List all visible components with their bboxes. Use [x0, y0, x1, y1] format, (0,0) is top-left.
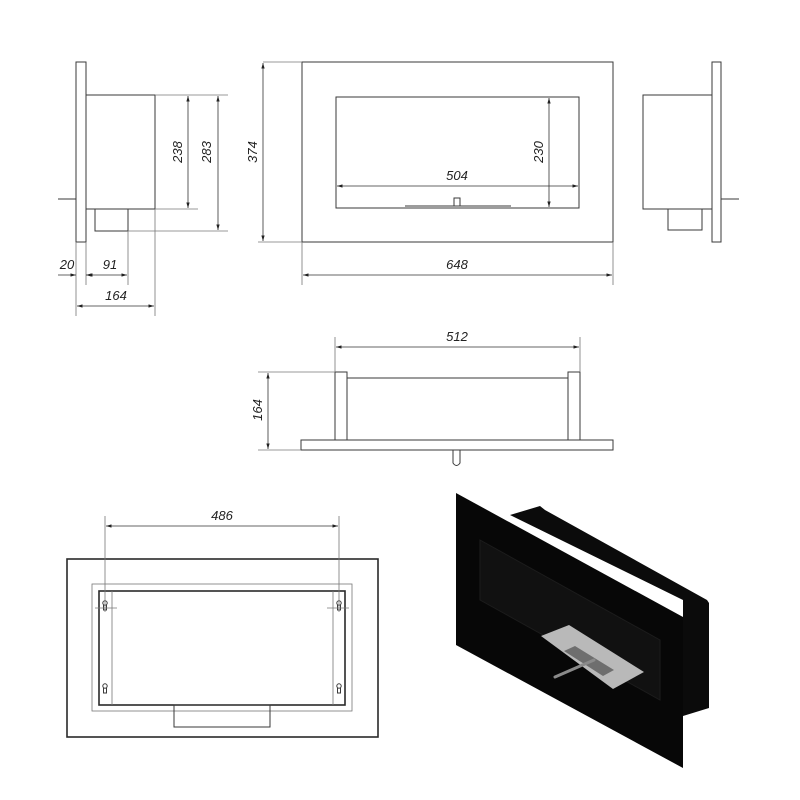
top-view: 512 164 [250, 329, 614, 466]
iso-burner-handle [553, 658, 596, 679]
keyhole-icon [336, 683, 342, 694]
back-box [98, 590, 346, 706]
dimension-label-374: 374 [245, 141, 260, 163]
side-view-left: 238 283 20 91 164 [58, 61, 228, 316]
top-base-plate [300, 439, 614, 451]
burner-handle [453, 197, 461, 207]
iso-back-box [510, 506, 709, 716]
wall-plate-right [711, 61, 722, 243]
keyhole-icon [102, 683, 108, 694]
wall-plate [75, 61, 87, 243]
back-frame [66, 558, 379, 738]
back-view: 486 [66, 508, 379, 738]
isometric-render [456, 493, 709, 768]
front-frame [301, 61, 614, 243]
back-bracket-outline [91, 583, 353, 712]
top-left-post [334, 371, 348, 441]
side-view-right [642, 61, 739, 243]
front-view: 374 648 504 230 [245, 61, 614, 285]
dimension-label-164-side: 164 [105, 288, 127, 303]
burner-box [85, 94, 156, 210]
dimension-label-648: 648 [446, 257, 468, 272]
front-opening [335, 96, 580, 209]
dimension-label-164-top: 164 [250, 399, 265, 421]
dimension-label-283: 283 [199, 140, 214, 163]
bottom-foot-right [667, 209, 703, 231]
dimension-label-512: 512 [446, 329, 468, 344]
bottom-foot [94, 209, 129, 232]
top-right-post [567, 371, 581, 441]
burner-box-right [642, 94, 713, 210]
dimension-label-91: 91 [103, 257, 117, 272]
dimension-label-20: 20 [59, 257, 75, 272]
dimension-label-230: 230 [531, 140, 546, 163]
dimension-label-238: 238 [170, 140, 185, 163]
back-foot [173, 704, 271, 728]
dimension-label-504: 504 [446, 168, 468, 183]
top-knob [452, 450, 461, 466]
dimension-label-486: 486 [211, 508, 233, 523]
